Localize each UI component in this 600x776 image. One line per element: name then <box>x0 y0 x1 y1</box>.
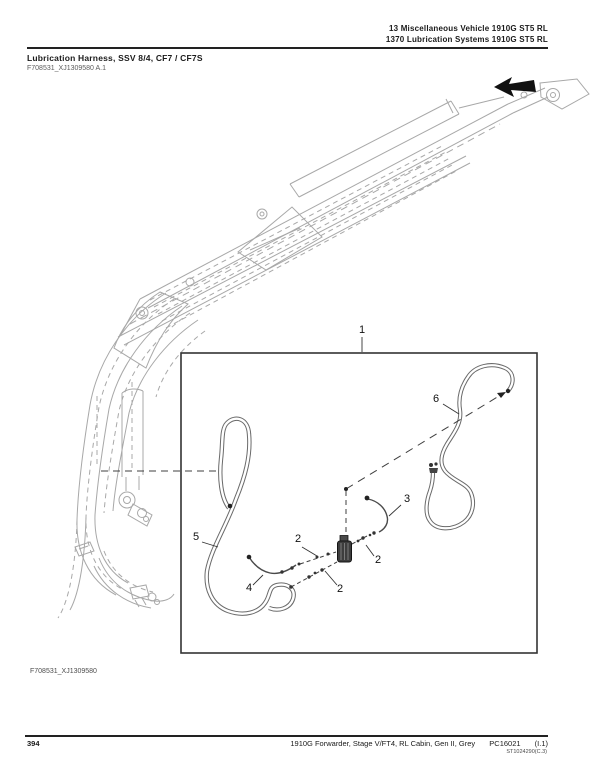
footer-model-info: 1910G Forwarder, Stage V/FT4, RL Cabin, … <box>290 739 476 748</box>
distributor-block <box>337 535 352 563</box>
callout-4: 4 <box>246 582 252 594</box>
direction-arrow-icon <box>494 77 536 97</box>
hose-part-3 <box>356 495 389 543</box>
callout-2c: 2 <box>337 583 343 595</box>
callout-2a: 2 <box>295 533 301 545</box>
header-divider <box>27 47 548 49</box>
figure-reference: F708531_XJ1309580 A.1 <box>27 65 107 72</box>
section-title: Lubrication Harness, SSV 8/4, CF7 / CF7S <box>27 53 203 63</box>
callout-6: 6 <box>433 393 439 405</box>
harness-detail <box>204 363 515 616</box>
callout-2b: 2 <box>375 554 381 566</box>
hose-part-5 <box>204 416 296 616</box>
callout-labels: 1 6 5 4 2 2 2 3 <box>193 324 439 595</box>
callout-1: 1 <box>359 324 365 336</box>
callout-5: 5 <box>193 531 199 543</box>
figure-caption: F708531_XJ1309580 <box>30 668 97 675</box>
page-header: 13 Miscellaneous Vehicle 1910G ST5 RL 13… <box>386 23 548 45</box>
page-number: 394 <box>27 739 40 748</box>
fittings-part-2 <box>289 552 330 589</box>
hose-part-6 <box>424 363 515 531</box>
header-line-1: 13 Miscellaneous Vehicle 1910G ST5 RL <box>388 24 548 33</box>
detail-box <box>180 352 538 654</box>
callout-3: 3 <box>404 493 410 505</box>
hose-part-4 <box>246 554 301 575</box>
doc-code: ST1024290(C.3) <box>506 749 547 755</box>
footer-revision: (I.1) <box>534 739 548 748</box>
footer-part-code: PC16021 <box>489 739 521 748</box>
machine-illustration <box>57 78 590 619</box>
callout-leaders <box>201 337 460 586</box>
footer-divider <box>25 735 548 737</box>
header-line-2: 1370 Lubrication Systems 1910G ST5 RL <box>385 35 548 44</box>
footer-model-line: 1910G Forwarder, Stage V/FT4, RL Cabin, … <box>290 739 548 748</box>
